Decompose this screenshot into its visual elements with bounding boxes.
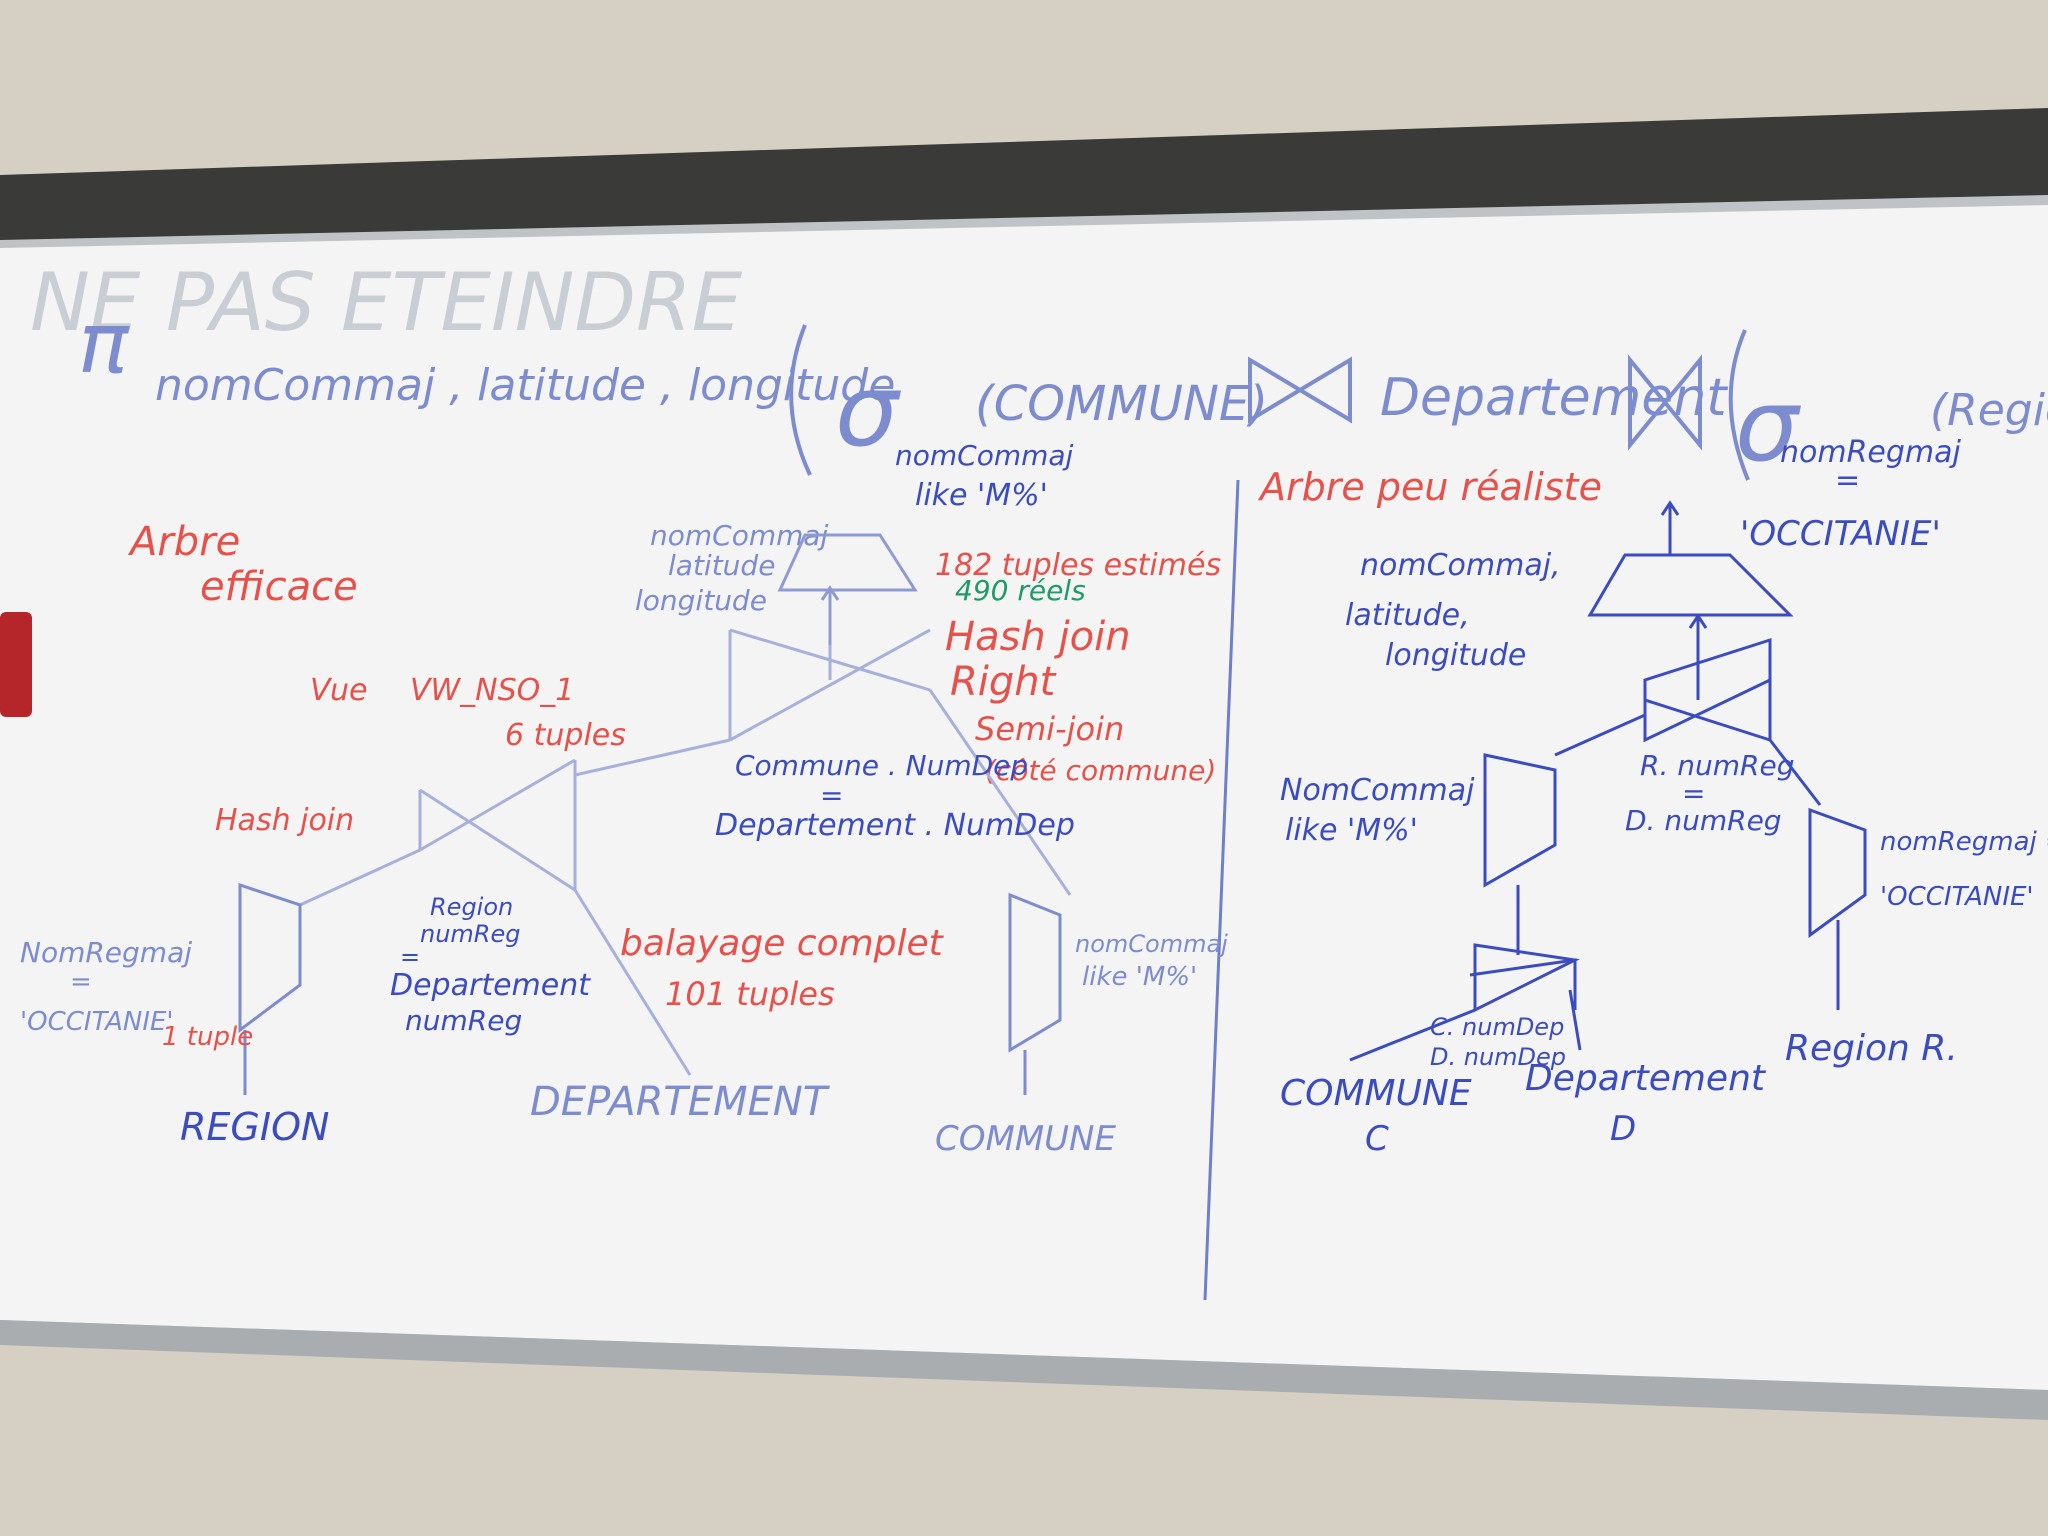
pi-symbol: π (78, 294, 130, 392)
selection-condition-2c: 'OCCITANIE' (1740, 514, 1941, 554)
left-projection-operator (777, 533, 918, 645)
left-projection-a: nomCommaj (650, 519, 829, 552)
whiteboard-surface (0, 205, 2048, 1390)
right-bottom-join-operator (1349, 943, 1582, 1062)
right-departement-table: Departement (1525, 1058, 1767, 1099)
region-table: REGION (180, 1105, 329, 1149)
region-sel-b: = (70, 967, 92, 997)
left-projection-b: latitude (668, 549, 775, 582)
projection-attributes: nomCommaj , latitude , longitude (155, 360, 895, 411)
right-projection-operator (1587, 500, 1794, 700)
hash-join-top-d: (côté commune) (985, 754, 1216, 787)
open-paren-1 (789, 324, 812, 476)
right-commune-alias: C (1365, 1119, 1389, 1159)
right-region-sel-a: nomRegmaj = (1880, 827, 2048, 857)
mid-cond-e: numReg (405, 1004, 522, 1037)
selection-condition-1a: nomCommaj (895, 439, 1074, 472)
right-projection-b: latitude, (1345, 598, 1470, 633)
right-join-c: D. numReg (1625, 804, 1782, 837)
left-region-selection-operator (238, 882, 302, 1095)
mid-cond-b: numReg (420, 920, 520, 948)
left-commune-selection-operator (1008, 892, 1062, 1095)
region-sel-a: NomRegmaj (20, 936, 192, 969)
right-departement-alias: D (1610, 1109, 1636, 1149)
hash-join-top-b: Right (950, 659, 1057, 705)
vue-tuples: 6 tuples (505, 718, 626, 753)
right-commune-sel-a: NomCommaj (1280, 773, 1475, 808)
region-sel-c: 'OCCITANIE' (20, 1007, 174, 1037)
right-region-table: Region R. (1785, 1028, 1958, 1069)
left-top-join-operator (574, 628, 1072, 896)
right-join2-b: D. numDep (1430, 1043, 1566, 1071)
right-top-join-operator (1554, 637, 1822, 806)
commune-table: COMMUNE (935, 1119, 1116, 1159)
mid-cond-a: Region (430, 893, 513, 921)
hash-join-top-a: Hash join (945, 614, 1131, 660)
join-symbol-1 (1248, 356, 1352, 424)
ghost-text: NE PAS ETEINDRE (30, 256, 743, 349)
board-divider (1203, 479, 1240, 1301)
left-join-cond-a: Commune . NumDep (735, 749, 1028, 782)
reel-label: 490 réels (955, 574, 1086, 607)
right-region-selection-operator (1808, 807, 1867, 1010)
right-commune-table: COMMUNE (1280, 1073, 1472, 1114)
commune-sel-b: like 'M%' (1082, 962, 1197, 992)
sigma-symbol-1: σ (835, 352, 901, 469)
scan-label-a: balayage complet (620, 923, 945, 964)
left-join-cond-b: = (820, 779, 843, 812)
selection-condition-1b: like 'M%' (915, 478, 1048, 513)
commune-sel-a: nomCommaj (1075, 930, 1228, 958)
selection-condition-2b: = (1835, 463, 1860, 498)
left-tree-title-a: Arbre (127, 519, 240, 565)
join-symbol-2 (1628, 354, 1702, 451)
right-tree-title: Arbre peu réaliste (1257, 465, 1602, 509)
vue-label-b: VW_NSO_1 (410, 673, 574, 708)
right-commune-sel-b: like 'M%' (1285, 813, 1418, 848)
eraser (0, 612, 32, 717)
open-paren-2 (1728, 329, 1750, 481)
hash-join-label: Hash join (215, 803, 354, 838)
hash-join-top-c: Semi-join (975, 710, 1124, 748)
commune-relation: (COMMUNE) (975, 376, 1268, 432)
sigma-symbol-2: σ (1735, 367, 1801, 484)
right-projection-a: nomCommaj, (1360, 548, 1561, 583)
scan-label-b: 101 tuples (665, 975, 835, 1013)
vue-label-a: Vue (310, 673, 367, 708)
mid-cond-c: = (400, 943, 420, 971)
departement-table: DEPARTEMENT (530, 1079, 831, 1125)
right-region-sel-b: 'OCCITANIE' (1880, 882, 2034, 912)
right-join-a: R. numReg (1640, 749, 1794, 782)
left-tree-title-b: efficace (200, 564, 358, 610)
left-projection-c: longitude (635, 584, 767, 617)
region-relation: (Region (1930, 385, 2048, 436)
right-projection-c: longitude (1385, 638, 1526, 673)
right-commune-selection-operator (1483, 753, 1557, 955)
selection-condition-2a: nomRegmaj (1780, 435, 1962, 470)
mid-cond-d: Departement (390, 968, 591, 1003)
estimate-label: 182 tuples estimés (935, 548, 1221, 583)
left-join-cond-c: Departement . NumDep (715, 808, 1075, 843)
left-mid-join-operator (299, 758, 692, 1076)
one-tuple-label: 1 tuple (162, 1022, 253, 1052)
right-join-b: = (1682, 777, 1705, 810)
right-join2-a: C. numDep (1430, 1013, 1564, 1041)
whiteboard-tray (0, 1320, 2048, 1420)
